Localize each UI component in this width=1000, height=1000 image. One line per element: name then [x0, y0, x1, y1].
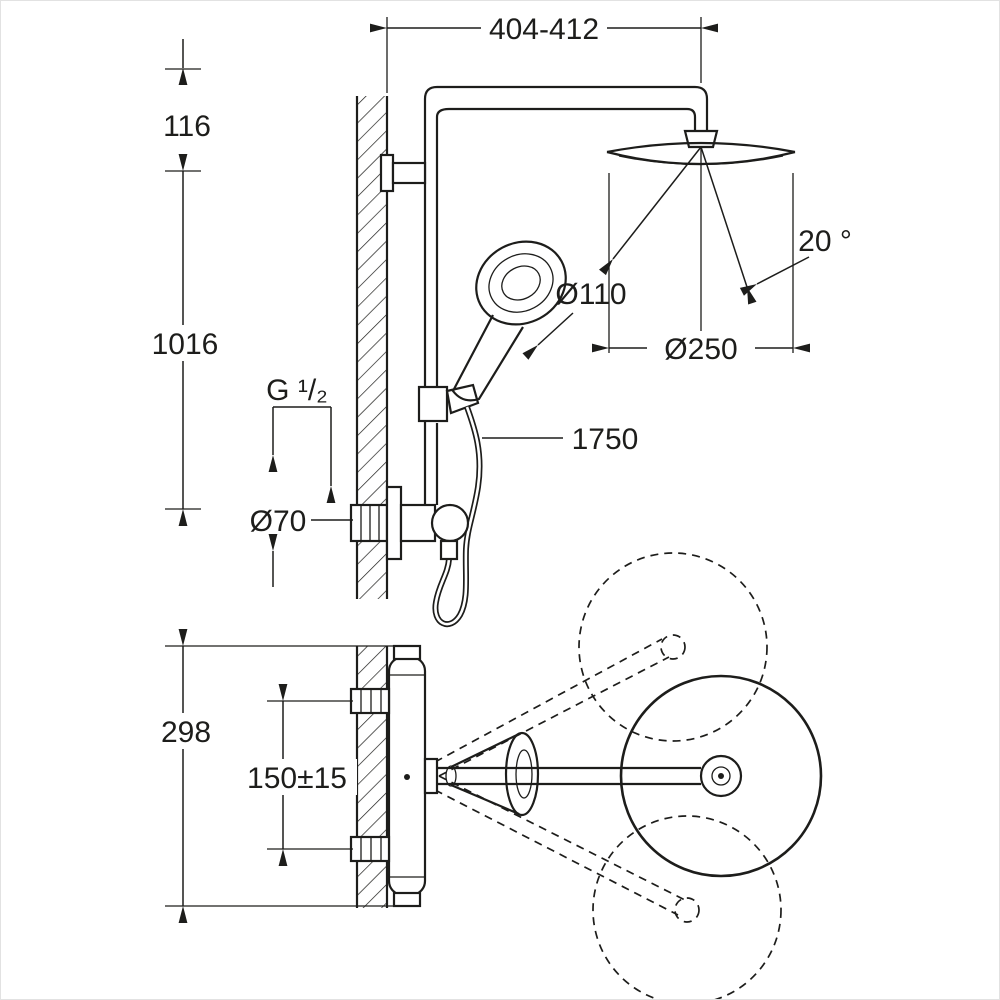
dim-label-116: 116	[163, 110, 211, 143]
dim-label-1016: 1016	[152, 328, 219, 361]
shower-arm-plan	[404, 757, 701, 795]
head-shower-plan	[619, 674, 823, 878]
shower-hose	[432, 405, 483, 628]
wall-section-plan	[355, 646, 389, 908]
dimension-lines-front	[151, 11, 810, 587]
dim-label-dia110: Ø110	[555, 278, 626, 311]
swivel-range-dashed	[434, 552, 782, 999]
hand-shower-plan	[445, 731, 540, 817]
dim-label-thread-g12: G ¹/₂	[266, 374, 328, 407]
dimension-lines-plan	[151, 629, 393, 923]
dim-label-dia70: Ø70	[250, 505, 307, 538]
dim-label-150: 150±15	[247, 762, 347, 795]
thermostat-front	[349, 485, 470, 561]
hand-shower	[417, 240, 567, 423]
dim-label-dia250: Ø250	[664, 333, 737, 366]
dim-label-angle-20: 20 °	[798, 225, 852, 258]
shower-rail	[379, 85, 709, 505]
dim-label-298: 298	[161, 716, 211, 749]
dimension-labels: 404-412 116 1016 G ¹/₂ Ø70 Ø110 Ø250 20 …	[152, 13, 852, 795]
tilt-angle-lines	[599, 146, 810, 333]
dim-label-hose-1750: 1750	[572, 423, 639, 456]
dim-label-top-width: 404-412	[489, 13, 599, 46]
